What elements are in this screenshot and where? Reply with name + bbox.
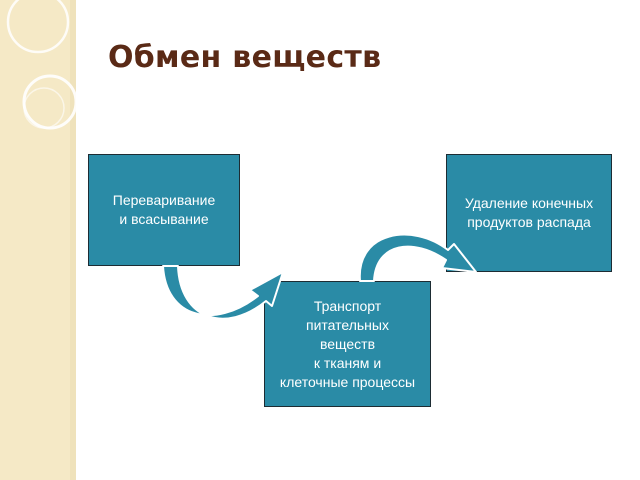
decorative-circles	[6, 0, 78, 130]
transport-box-label: Транспорт питательных веществ к тканям и…	[279, 297, 416, 390]
digestion-box-label: Переваривание и всасывание	[112, 192, 216, 227]
transport-box: Транспорт питательных веществ к тканям и…	[264, 281, 431, 407]
excretion-box: Удаление конечных продуктов распада	[446, 154, 612, 272]
left-decor-band-edge	[70, 0, 76, 480]
excretion-box-label: Удаление конечных продуктов распада	[464, 195, 594, 230]
slide-title: Обмен веществ	[108, 40, 382, 75]
digestion-box: Переваривание и всасывание	[88, 154, 240, 266]
